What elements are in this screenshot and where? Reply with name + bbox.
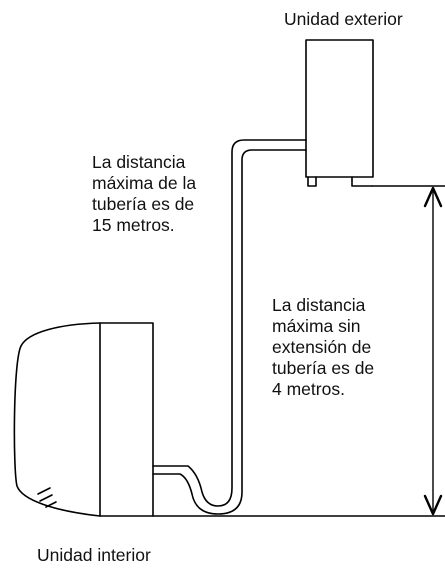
height-distance-note: La distancia máxima sin extensión de tub… (272, 295, 375, 399)
outdoor-unit-label: Unidad exterior (284, 9, 403, 29)
arrow-down-icon (423, 494, 443, 516)
refrigerant-pipe (152, 139, 307, 515)
pipe-distance-note: La distancia máxima de la tubería es de … (92, 152, 197, 235)
height-dimension (152, 185, 445, 517)
outdoor-unit (305, 39, 374, 187)
arrow-up-icon (423, 186, 443, 208)
indoor-unit-label: Unidad interior (37, 545, 151, 565)
indoor-unit (13, 322, 154, 517)
